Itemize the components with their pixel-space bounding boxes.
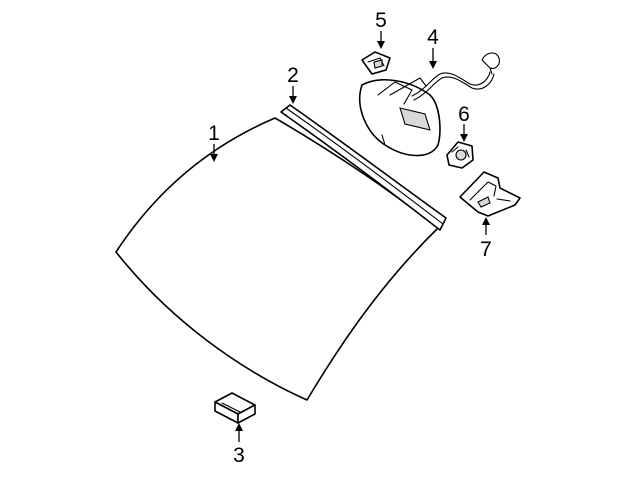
leader-2	[289, 86, 297, 104]
cover-part-7	[459, 171, 521, 217]
callout-5: 5	[375, 9, 387, 32]
callout-6: 6	[458, 103, 470, 126]
leader-5	[377, 31, 385, 49]
leader-1	[210, 144, 218, 162]
leader-4	[429, 48, 437, 69]
leader-3	[235, 423, 243, 442]
clip-part-5	[361, 51, 391, 75]
leader-6	[460, 124, 468, 142]
callout-4: 4	[427, 26, 439, 49]
callout-7: 7	[480, 238, 492, 261]
callout-3: 3	[233, 444, 245, 467]
windshield-part-1	[115, 117, 439, 401]
bracket-part-3	[214, 392, 256, 424]
moulding-part-2	[280, 104, 447, 231]
callout-1: 1	[208, 122, 220, 145]
sensor-part-6	[446, 141, 474, 169]
mirror-part-4	[358, 52, 500, 157]
callout-2: 2	[287, 64, 299, 87]
leader-7	[482, 217, 490, 235]
